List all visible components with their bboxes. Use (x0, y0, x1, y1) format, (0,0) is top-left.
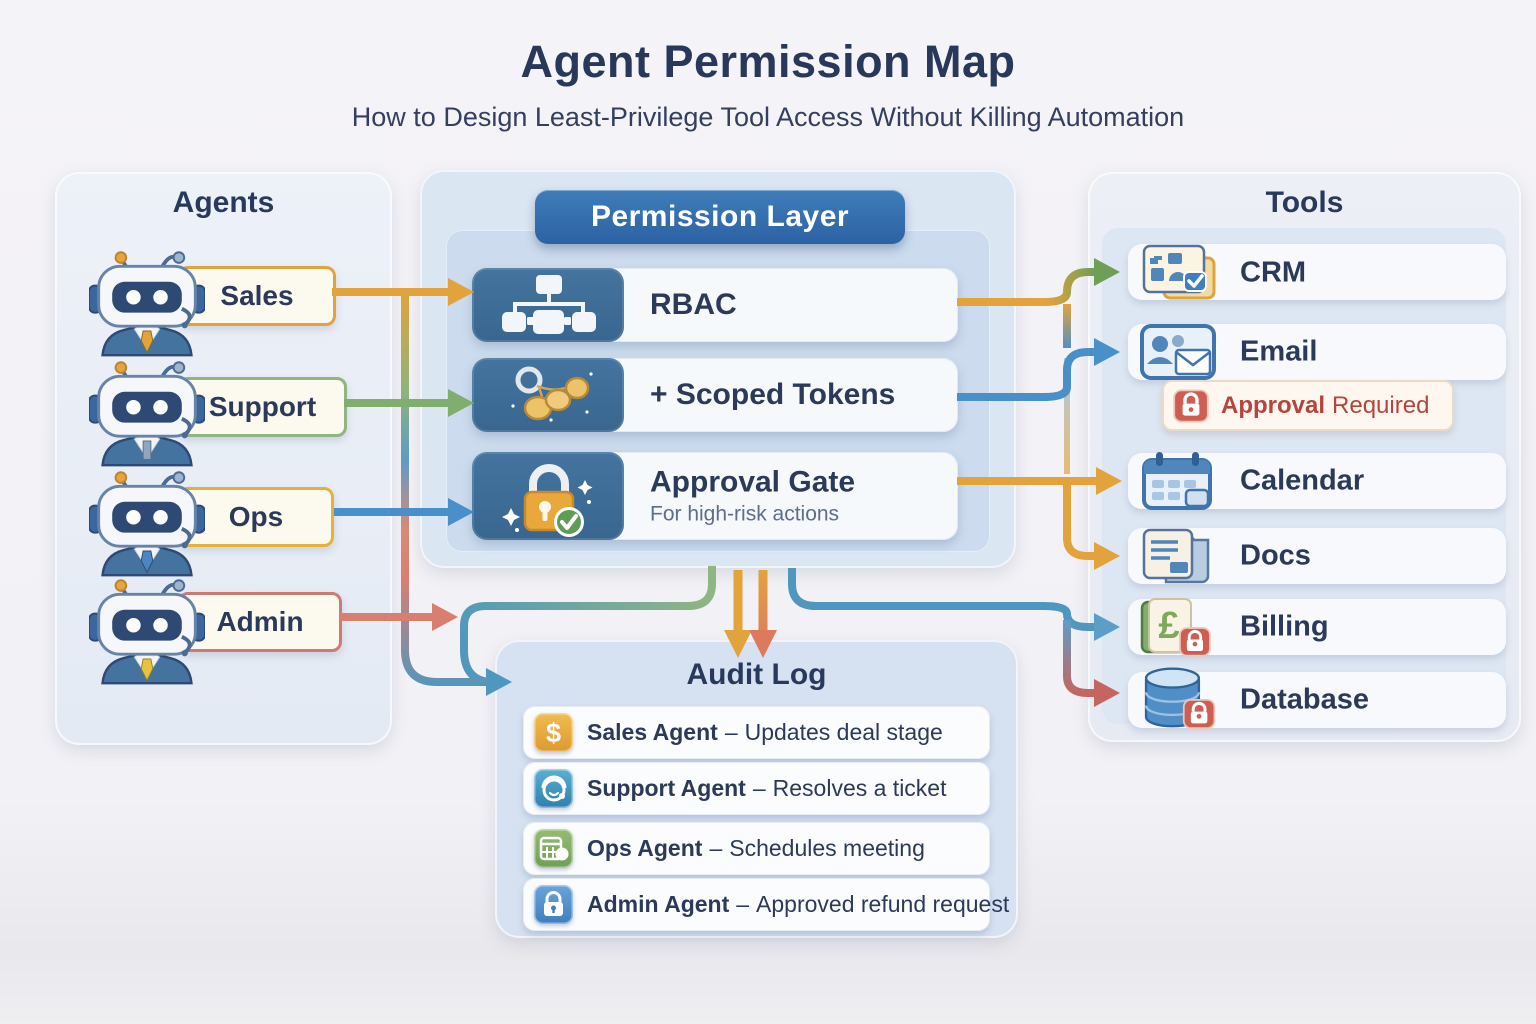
crm-icon (1142, 244, 1216, 300)
tools-panel: Tools CRM Email (1088, 172, 1521, 742)
audit-row-ops: Ops Agent–Schedules meeting (523, 822, 990, 875)
rbac-label: RBAC (650, 288, 737, 321)
permission-row-scoped-tokens: + Scoped Tokens (472, 358, 958, 432)
billing-lock-icon: £ (1140, 598, 1212, 658)
approval-gate-sublabel: For high-risk actions (650, 502, 840, 526)
docs-icon (1142, 528, 1210, 584)
calendar-icon (1142, 452, 1212, 510)
audit-log-title: Audit Log (686, 658, 827, 691)
agents-panel: Agents Sales Support Ops Admin (55, 172, 392, 745)
badge-approval-text: Approval (1221, 391, 1326, 419)
sales-robot-icon (89, 250, 205, 358)
page-title: Agent Permission Map (520, 36, 1016, 87)
tool-label-crm: CRM (1240, 256, 1307, 289)
tool-label-database: Database (1240, 683, 1369, 716)
tool-label-calendar: Calendar (1240, 464, 1365, 497)
ops-robot-icon (89, 470, 205, 578)
pound-glyph: £ (1158, 605, 1179, 647)
tokens-icon (472, 358, 624, 432)
agents-panel-title: Agents (172, 186, 275, 219)
tools-panel-title: Tools (1265, 186, 1344, 219)
blue-lock-icon (534, 885, 573, 924)
red-lock-icon (1173, 389, 1209, 422)
green-calendar-icon (534, 829, 573, 868)
org-chart-icon (472, 268, 624, 342)
approval-gate-label: Approval Gate (650, 465, 856, 499)
page-subtitle: How to Design Least-Privilege Tool Acces… (351, 102, 1185, 132)
agent-label-admin: Admin (178, 592, 342, 652)
permission-layer-header: Permission Layer (535, 190, 905, 244)
audit-row-admin: Admin Agent–Approved refund request (523, 878, 1009, 931)
permission-row-approval-gate: Approval Gate For high-risk actions (472, 452, 958, 540)
dollar-icon: $ (534, 713, 573, 752)
scoped-tokens-label: + Scoped Tokens (650, 378, 896, 411)
lock-check-icon (472, 452, 624, 540)
audit-row-sales: $ Sales Agent–Updates deal stage (523, 706, 990, 759)
tool-label-docs: Docs (1240, 539, 1311, 572)
permission-layer-panel: Permission Layer RBAC (420, 170, 1016, 568)
admin-robot-icon (89, 578, 205, 686)
headset-icon (534, 769, 573, 808)
svg-text:$: $ (546, 718, 561, 748)
support-robot-icon (89, 360, 205, 468)
audit-log-panel: Audit Log $ Sales Agent–Updates deal sta… (495, 640, 1018, 938)
tool-label-email: Email (1240, 335, 1318, 368)
database-lock-icon (1144, 667, 1216, 730)
badge-required-text: Required (1332, 391, 1430, 419)
tool-label-billing: Billing (1240, 610, 1329, 643)
email-icon (1140, 324, 1216, 380)
audit-row-support: Support Agent–Resolves a ticket (523, 762, 990, 815)
permission-row-rbac: RBAC (472, 268, 958, 342)
arrow-blue-to-billing (788, 568, 1096, 631)
